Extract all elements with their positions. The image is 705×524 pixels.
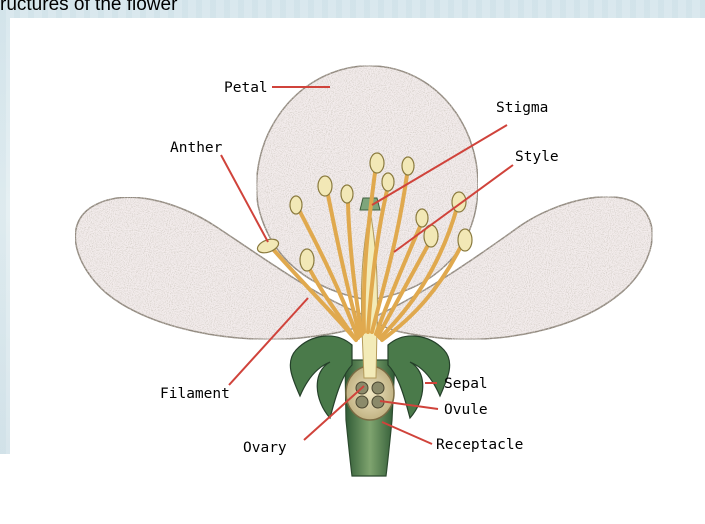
label-style: Style [515,149,559,165]
label-ovary: Ovary [243,440,287,456]
label-anther: Anther [170,140,223,156]
label-stigma: Stigma [496,100,548,116]
label-receptacle: Receptacle [436,437,523,453]
label-filament: Filament [160,386,230,402]
label-petal: Petal [224,80,268,96]
label-ovule: Ovule [444,402,488,418]
label-sepal: Sepal [444,376,488,392]
